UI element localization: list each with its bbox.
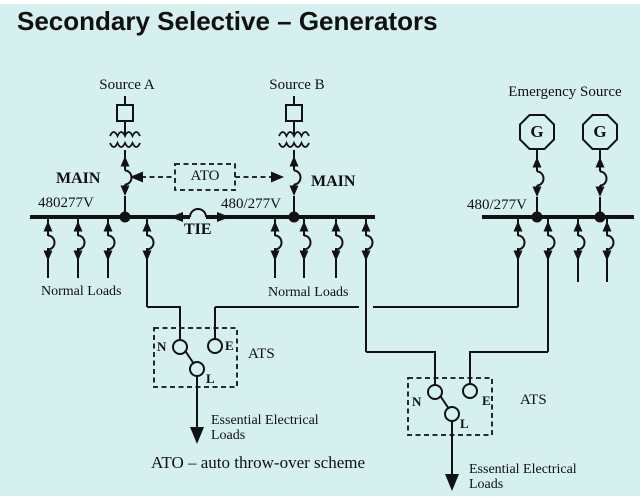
ats-left-n-feed: [147, 306, 181, 340]
source-b-fuse-icon: [285, 104, 303, 122]
bus-node-dot: [594, 211, 606, 223]
ats-right-l-label: L: [460, 416, 469, 431]
circuit-breaker-icon: [360, 220, 374, 262]
contact-e-icon: [462, 383, 478, 399]
essential-loads-right-line1: Essential Electrical: [469, 462, 577, 477]
essential-loads-right-line2: Loads: [469, 477, 504, 492]
ats-left-e-label: E: [225, 338, 234, 353]
bus-emergency-voltage: 480/277V: [467, 197, 527, 213]
contact-n-icon: [172, 339, 188, 355]
feeders-left: [42, 219, 181, 340]
bus-left-voltage: 480277V: [38, 195, 94, 211]
switch-blade-icon: [184, 349, 195, 365]
ats-right-n-feed: [366, 351, 436, 385]
contact-n-icon: [427, 384, 443, 400]
emergency-source-label: Emergency Source: [508, 84, 622, 100]
main-buses: [30, 208, 634, 222]
ats-right-n-label: N: [412, 394, 422, 409]
feeders-right: [269, 219, 436, 385]
ato-arrow-right-icon: [271, 171, 284, 183]
tie-label: TIE: [184, 221, 212, 238]
circuit-breaker-icon: [102, 220, 116, 262]
ats-right-label: ATS: [520, 392, 547, 408]
source-a-branch: [109, 96, 141, 223]
main-right-label: MAIN: [311, 173, 356, 190]
ats-right-box: [407, 377, 493, 436]
circuit-breaker-icon: [72, 220, 86, 262]
bus-node-dot: [531, 211, 543, 223]
main-left-label: MAIN: [56, 170, 101, 187]
circuit-breaker-icon: [531, 156, 545, 198]
ats-left-switch: [153, 327, 238, 444]
contact-e-icon: [207, 338, 223, 354]
emergency-generators: [519, 114, 618, 223]
essential-loads-left-line2: Loads: [211, 428, 246, 443]
normal-loads-right-label: Normal Loads: [268, 285, 349, 300]
circuit-breaker-icon: [298, 220, 312, 262]
source-b-branch: [278, 96, 310, 223]
normal-loads-left-label: Normal Loads: [41, 284, 122, 299]
circuit-breaker-icon: [512, 220, 526, 262]
circuit-breaker-icon: [572, 220, 586, 262]
circuit-breaker-icon: [269, 220, 283, 262]
source-a-label: Source A: [99, 77, 155, 93]
switch-blade-icon: [439, 394, 450, 410]
essential-loads-left-line1: Essential Electrical: [211, 413, 319, 428]
diagram-background: [0, 4, 640, 496]
generator-2-icon: [582, 114, 618, 150]
circuit-breaker-icon: [594, 156, 608, 198]
load-arrow-icon: [445, 474, 459, 491]
tie-breaker-icon: [189, 208, 207, 218]
tie-arrow-left-icon: [170, 212, 183, 222]
transformer-icon: [109, 131, 141, 148]
ato-arrow-left-icon: [130, 171, 143, 183]
source-a-fuse-icon: [116, 104, 134, 122]
tie-arrow-right-icon: [217, 212, 230, 222]
ats-right-switch: [407, 377, 493, 491]
source-b-label: Source B: [269, 77, 325, 93]
footnote: ATO – auto throw-over scheme: [151, 453, 366, 472]
ats-left-l-label: L: [206, 371, 215, 386]
page-title: Secondary Selective – Generators: [17, 6, 438, 36]
ats-right-e-label: E: [482, 393, 491, 408]
ato-connector: [130, 163, 284, 191]
generator-1-letter: G: [530, 122, 544, 141]
generator-2-letter: G: [593, 122, 607, 141]
transformer-icon: [278, 131, 310, 148]
ats-right-e-feed: [469, 351, 548, 384]
circuit-breaker-icon: [119, 155, 133, 197]
circuit-breaker-icon: [288, 155, 302, 197]
feeders-emergency: [214, 219, 615, 384]
bus-right-voltage: 480/277V: [221, 196, 281, 212]
generator-1-icon: [519, 114, 555, 150]
ats-left-box: [153, 327, 238, 388]
ats-left-label: ATS: [248, 346, 275, 362]
circuit-breaker-icon: [141, 220, 155, 262]
circuit-breaker-icon: [601, 220, 615, 262]
circuit-breaker-icon: [330, 220, 344, 262]
contact-l-icon: [444, 406, 460, 422]
contact-l-icon: [189, 361, 205, 377]
load-arrow-icon: [190, 427, 204, 444]
circuit-breaker-icon: [542, 220, 556, 262]
ato-box-label: ATO: [190, 168, 220, 184]
circuit-breaker-icon: [42, 220, 56, 262]
ats-left-n-label: N: [157, 339, 167, 354]
